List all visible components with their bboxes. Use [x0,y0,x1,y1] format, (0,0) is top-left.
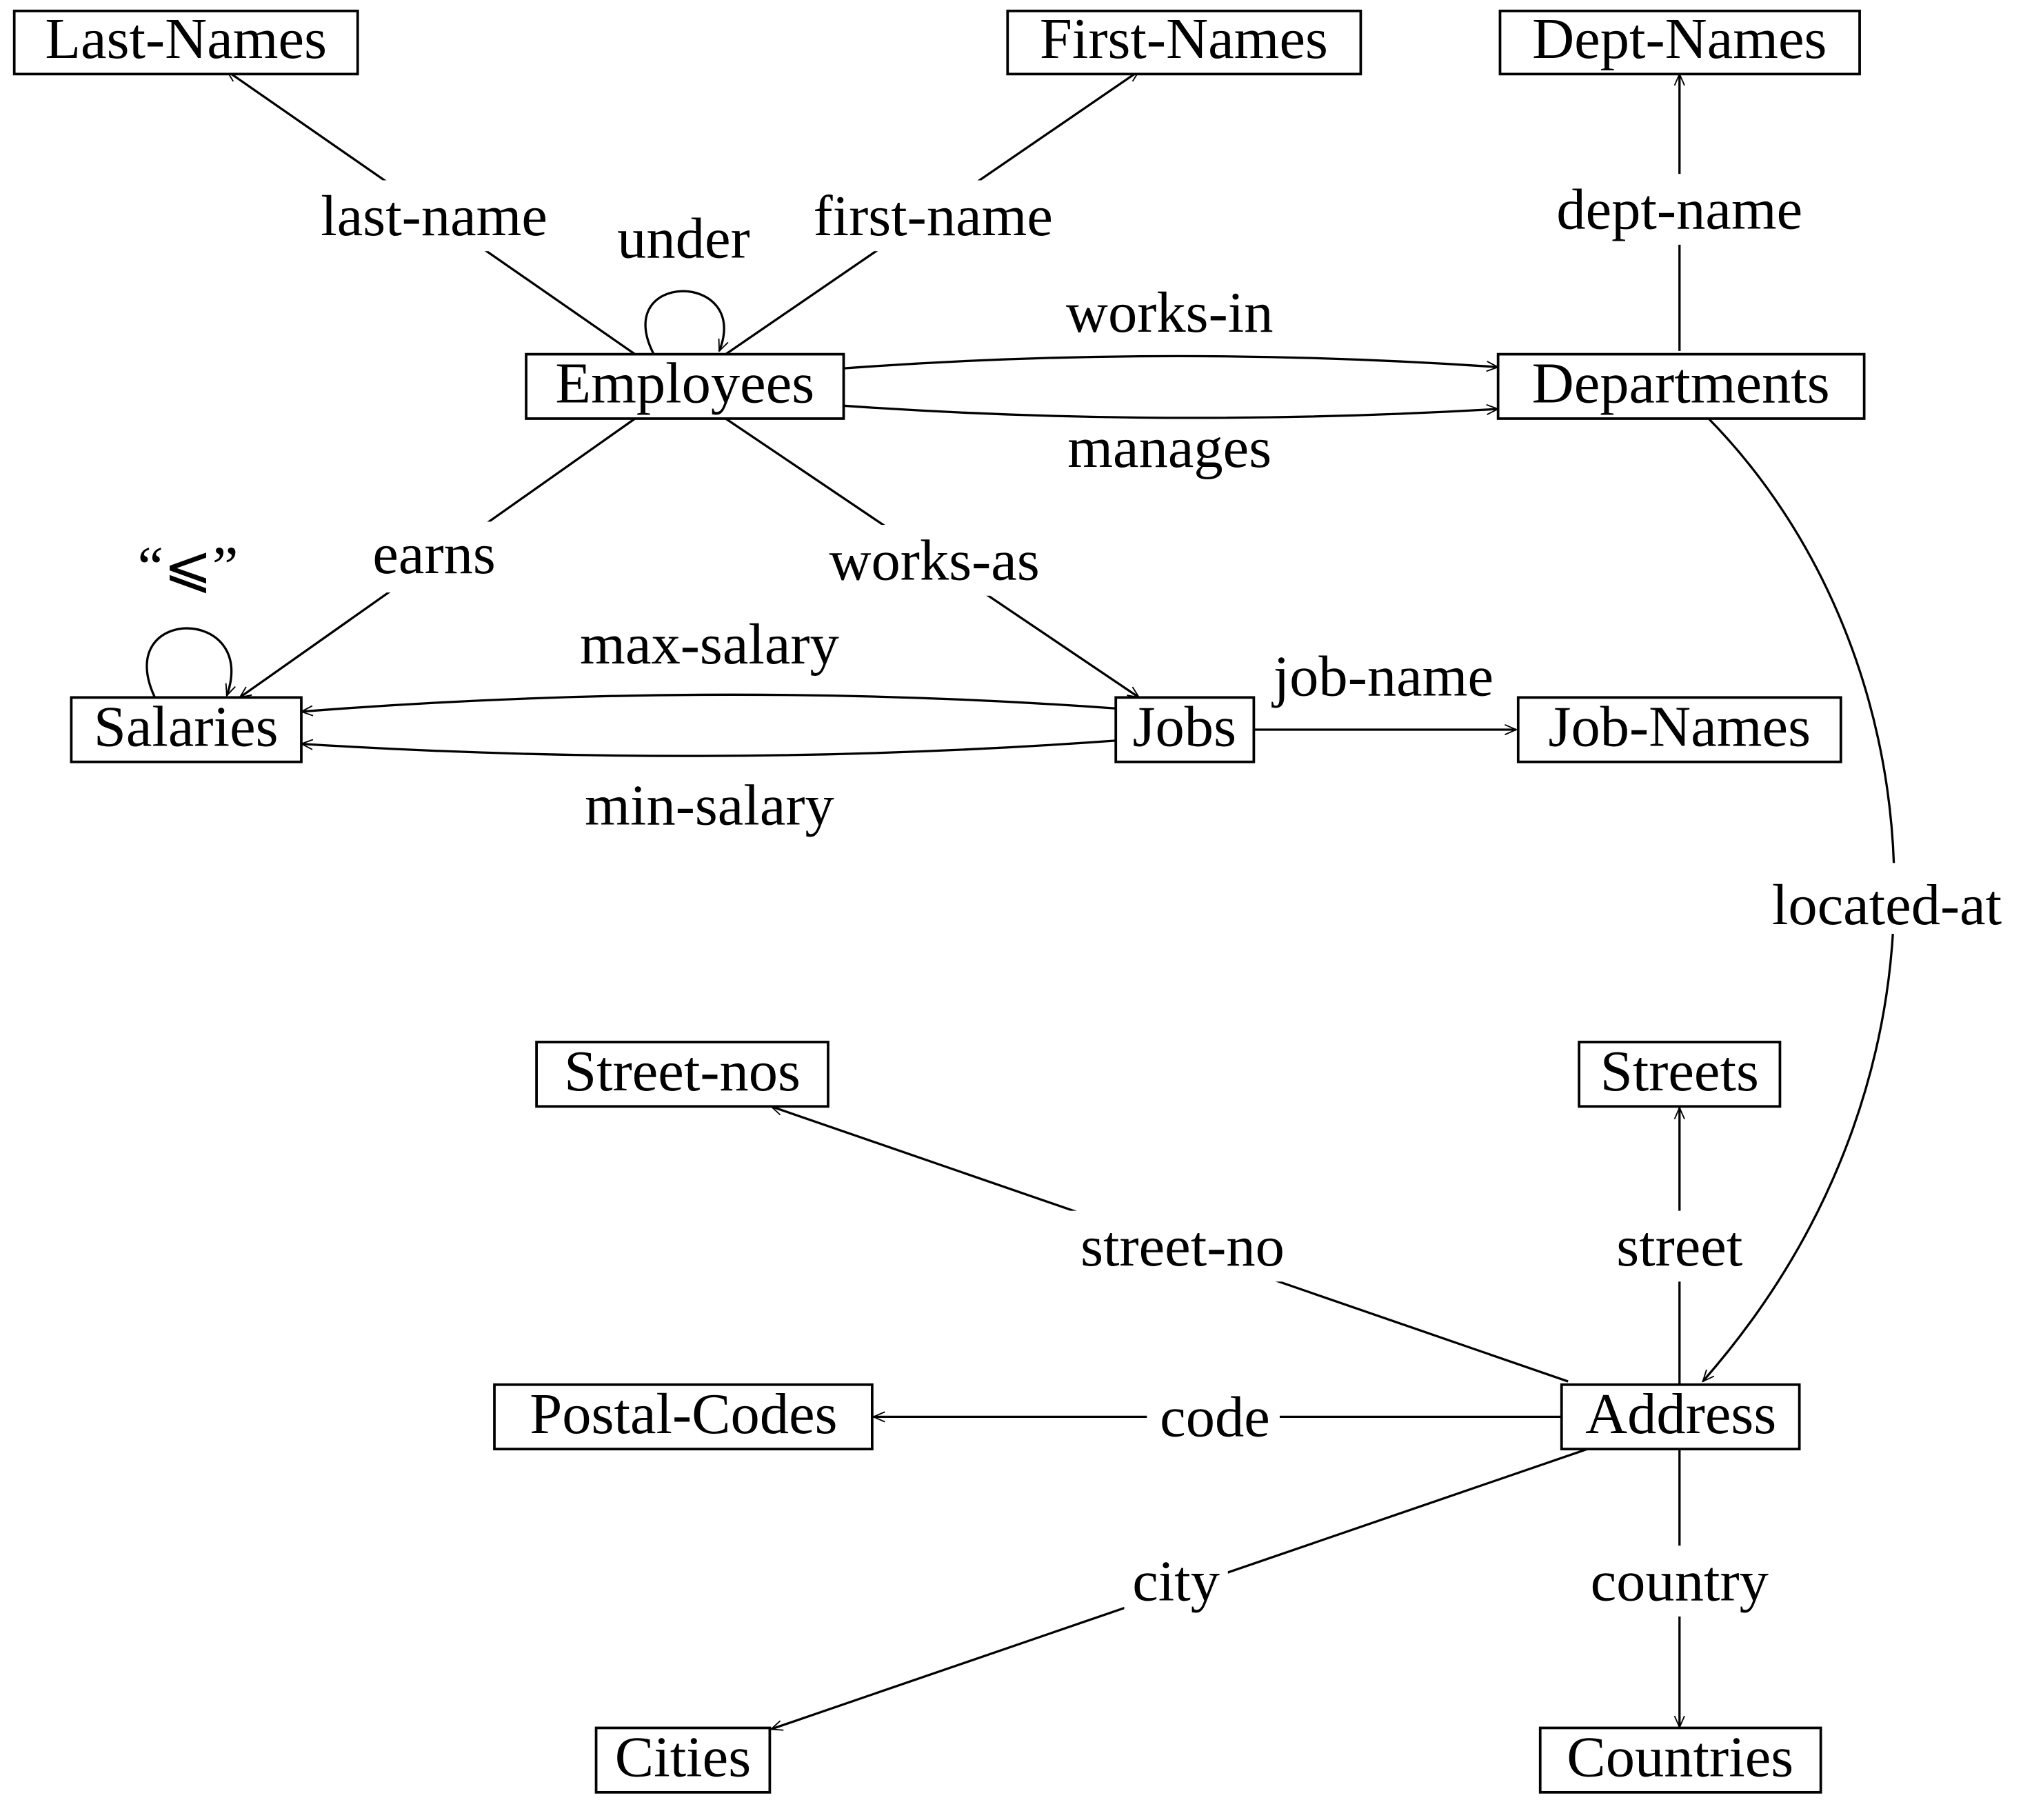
label-country: country [1591,1550,1769,1614]
node-salaries: Salaries [70,695,303,763]
node-jobs-label: Jobs [1133,695,1236,759]
node-job-names-label: Job-Names [1549,695,1811,759]
label-last-name: last-name [321,184,547,248]
node-address: Address [1560,1382,1801,1450]
edge-min-salary [301,741,1116,757]
label-works-as: works-as [829,529,1039,593]
label-min-salary: min-salary [585,774,834,838]
node-street-nos: Street-nos [535,1039,829,1108]
node-employees-label: Employees [555,352,814,416]
node-cities: Cities [594,1726,772,1794]
node-cities-label: Cities [615,1726,751,1790]
label-under: under [617,207,750,271]
node-last-names: Last-Names [12,7,359,76]
node-postal-codes-label: Postal-Codes [530,1382,837,1446]
node-streets: Streets [1578,1039,1782,1108]
edge-under-loop [644,290,724,357]
label-street: street [1616,1214,1742,1279]
label-first-name: first-name [813,184,1053,248]
label-manages: manages [1067,416,1271,480]
node-streets-label: Streets [1600,1039,1759,1103]
label-job-name: job-name [1271,645,1493,709]
label-max-salary: max-salary [580,612,839,677]
node-departments-label: Departments [1532,352,1830,416]
label-street-no: street-no [1080,1214,1285,1279]
label-located-at: located-at [1772,873,2002,937]
node-salaries-label: Salaries [94,695,279,759]
node-first-names-label: First-Names [1040,7,1328,71]
node-departments: Departments [1496,352,1866,420]
node-first-names: First-Names [1006,7,1362,76]
edge-works-in [843,354,1498,368]
node-employees: Employees [525,352,845,420]
label-leq: “⩽” [138,535,239,599]
node-job-names: Job-Names [1516,695,1842,763]
label-dept-name: dept-name [1556,178,1802,242]
node-dept-names: Dept-Names [1498,7,1861,76]
node-last-names-label: Last-Names [45,7,327,71]
node-address-label: Address [1585,1382,1776,1446]
node-dept-names-label: Dept-Names [1532,7,1827,71]
edge-manages [843,406,1498,419]
label-code: code [1160,1386,1270,1450]
label-city: city [1132,1550,1220,1614]
label-earns: earns [372,522,495,586]
edge-leq-loop [145,627,232,699]
edge-max-salary [301,693,1116,712]
node-street-nos-label: Street-nos [564,1039,801,1103]
label-works-in: works-in [1066,281,1274,345]
node-postal-codes: Postal-Codes [493,1382,874,1450]
node-countries: Countries [1538,1726,1822,1794]
node-countries-label: Countries [1567,1726,1793,1790]
node-jobs: Jobs [1114,695,1256,763]
